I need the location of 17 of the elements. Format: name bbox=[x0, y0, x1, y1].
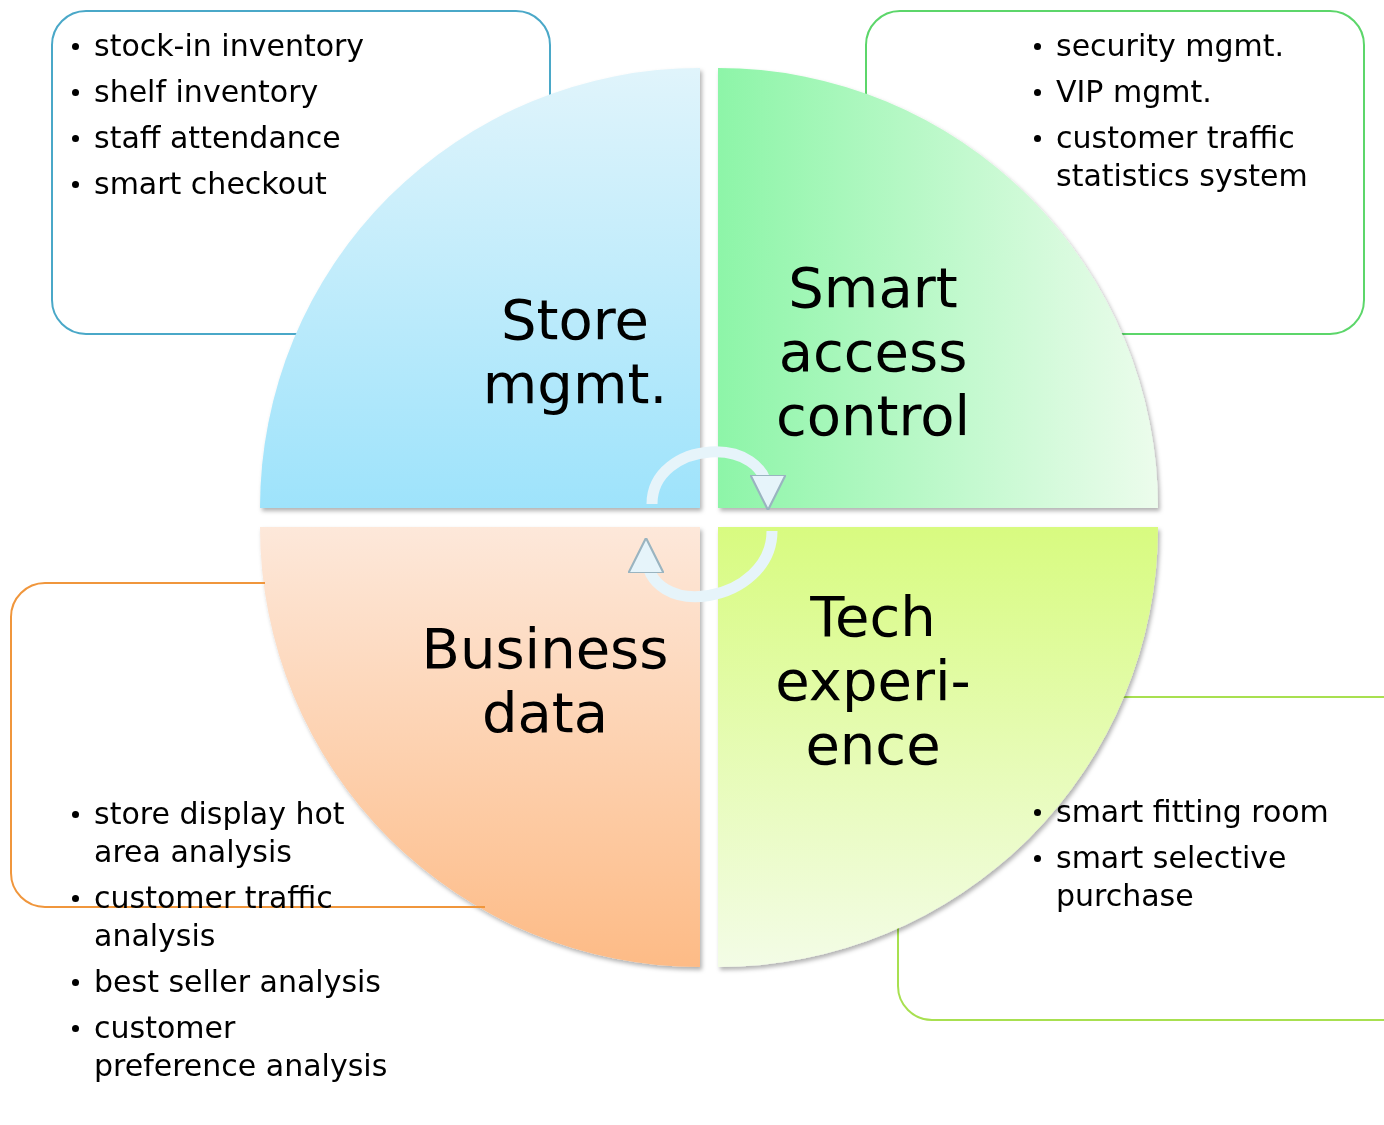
bullet-item: shelf inventory bbox=[70, 73, 510, 111]
bullet-item: smart selective purchase bbox=[1032, 839, 1352, 915]
bullet-item: VIP mgmt. bbox=[1032, 73, 1332, 111]
bullet-item: smart checkout bbox=[70, 165, 510, 203]
quadrant-title: Smart access control bbox=[774, 256, 972, 448]
bullet-item: stock-in inventory bbox=[70, 27, 510, 65]
bullet-item: best seller analysis bbox=[70, 963, 390, 1001]
bullet-item: smart fitting room bbox=[1032, 793, 1352, 831]
curved-arrow bbox=[646, 446, 784, 511]
bullet-item: staff attendance bbox=[70, 119, 510, 157]
bullet-item: customer preference analysis bbox=[70, 1009, 390, 1085]
quadrant-title: Business data bbox=[420, 617, 670, 745]
curved-arrow bbox=[630, 530, 778, 602]
quadrant-title: Store mgmt. bbox=[481, 288, 669, 416]
quadrant-title: Tech experi- ence bbox=[774, 585, 972, 777]
bullet-item: customer traffic statistics system bbox=[1032, 119, 1332, 195]
bullet-item: security mgmt. bbox=[1032, 27, 1332, 65]
